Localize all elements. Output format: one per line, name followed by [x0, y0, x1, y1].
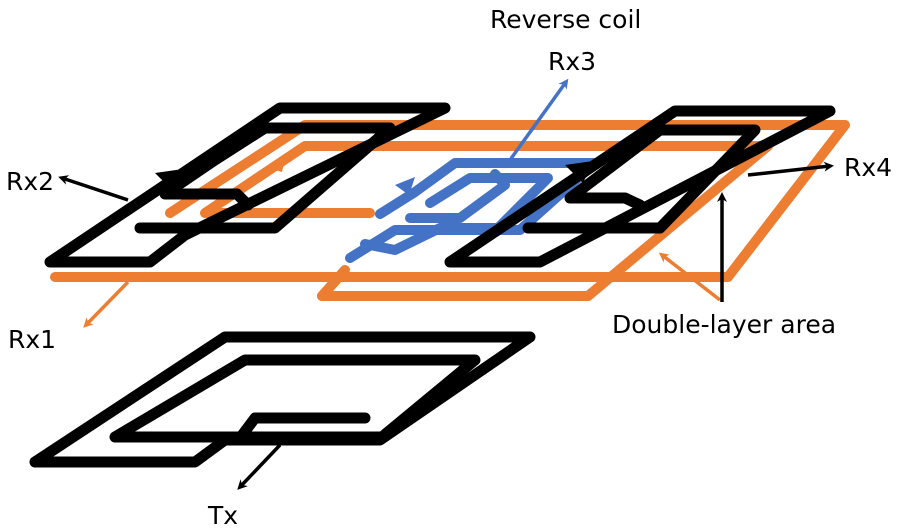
rx4-inner-turn: [522, 124, 761, 234]
rx2-current-arrow: [155, 169, 183, 191]
rx4-outer-turn: [444, 105, 836, 268]
tx-label: Tx: [207, 501, 238, 530]
tx-coil: [29, 331, 536, 468]
rx1-label: Rx1: [8, 325, 56, 354]
rx3-current-arrow: [395, 177, 415, 195]
rx2-outer-turn: [44, 102, 451, 268]
rx4-pointer-arrow: [747, 161, 834, 177]
double-layer-pointer-orange: [658, 252, 722, 302]
rx1-coil: [50, 120, 850, 301]
rx3-pointer-arrow: [508, 78, 569, 162]
double-layer-area-label: Double-layer area: [612, 310, 836, 339]
rx2-coil: [44, 102, 451, 268]
rx4-current-arrow: [565, 161, 593, 183]
rx2-label: Rx2: [6, 167, 54, 196]
rx2-inner-turn: [134, 122, 396, 234]
rx2-pointer-arrow: [58, 175, 129, 202]
reverse-coil-label: Reverse coil: [490, 5, 641, 34]
rx4-coil: [444, 105, 836, 268]
tx-inner-turn: [109, 354, 481, 444]
rx3-label: Rx3: [548, 47, 596, 76]
rx1-current-arrow: [268, 154, 286, 172]
rx1-outer-turn: [50, 120, 850, 282]
rx1-cross-segment: [317, 265, 350, 301]
rx4-label: Rx4: [844, 153, 892, 182]
tx-pointer-arrow: [237, 443, 282, 490]
rx1-pointer-arrow: [83, 280, 130, 328]
